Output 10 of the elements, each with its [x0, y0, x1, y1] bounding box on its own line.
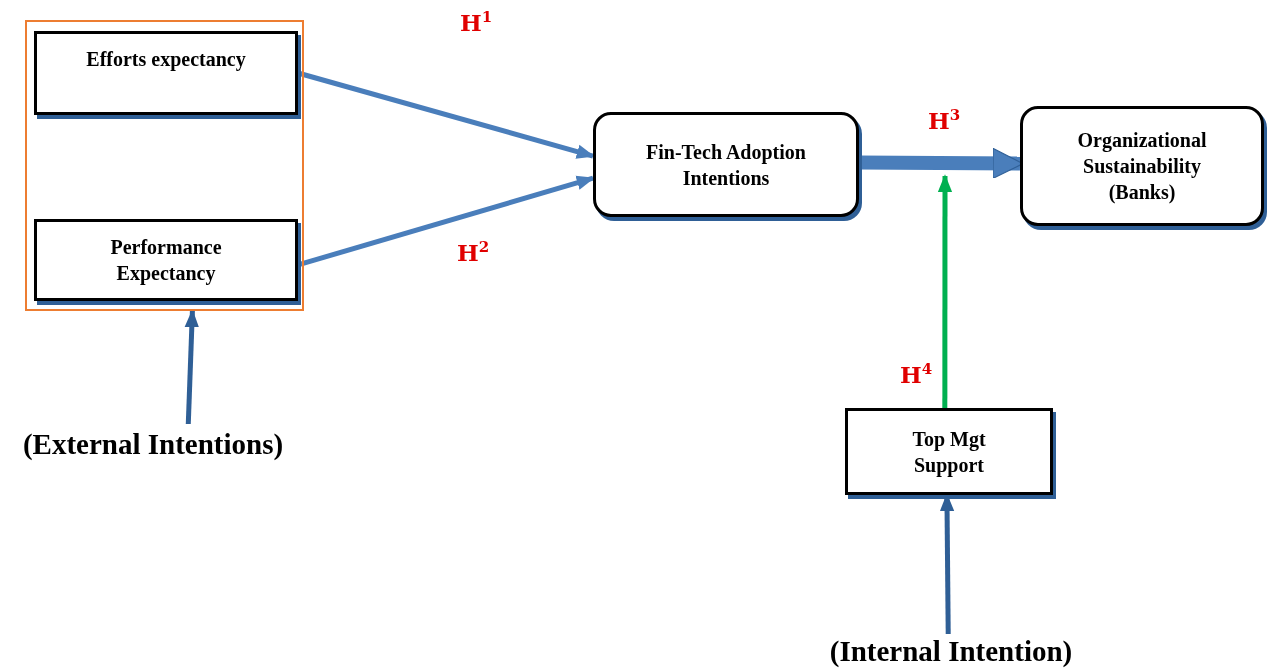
node-label: Top Mgt Support: [911, 426, 987, 478]
node-label: Performance Expectancy: [109, 235, 223, 286]
node-label: Fin-Tech Adoption Intentions: [645, 139, 807, 191]
arrow: [937, 174, 953, 408]
arrow: [184, 309, 199, 425]
node-label: Efforts expectancy: [86, 47, 246, 72]
node-label: Organizational Sustainability (Banks): [1076, 128, 1208, 205]
caption-text: (Internal Intention): [829, 634, 1073, 670]
caption-text: (External Intentions): [22, 427, 284, 463]
group-box: [25, 20, 304, 311]
